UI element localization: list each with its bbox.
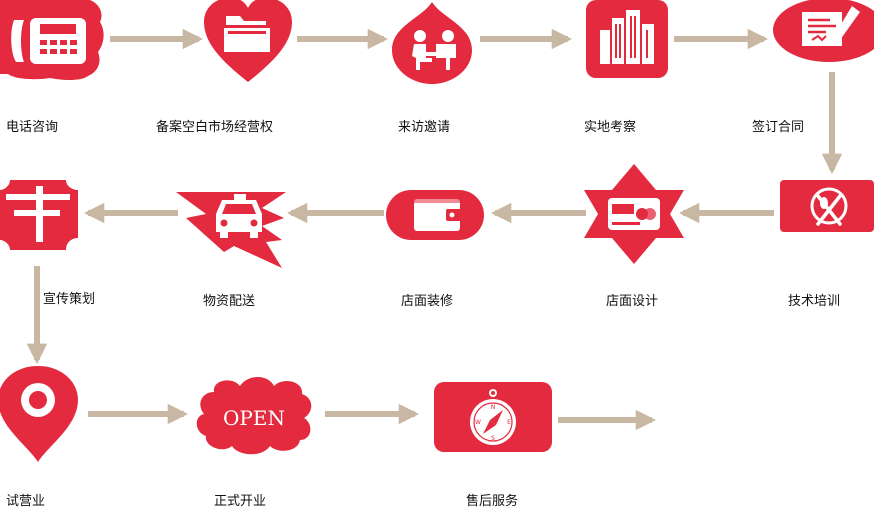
location-pin-icon [0, 366, 78, 462]
step-label-after-sales: 售后服务 [466, 494, 519, 509]
step-label-supply-delivery: 物资配送 [203, 294, 256, 309]
open-cloud-icon: OPEN [196, 377, 312, 455]
heart-folder-icon [204, 0, 292, 82]
step-label-phone-consult: 电话咨询 [6, 120, 59, 135]
contract-sign-icon [773, 0, 874, 62]
compass-icon: N S W E [434, 382, 552, 452]
step-label-promotion-planning: 宣传策划 [43, 292, 96, 307]
compass-n: N [491, 404, 496, 411]
step-label-visit-invite: 来访邀请 [398, 120, 451, 135]
compass-s: S [491, 435, 495, 442]
compass-w: W [475, 419, 481, 426]
step-label-store-design: 店面设计 [606, 294, 659, 309]
telephone-icon [0, 0, 104, 80]
buildings-icon [586, 0, 668, 78]
wallet-icon [386, 190, 484, 240]
meeting-drop-icon [392, 2, 472, 84]
open-sign-text: OPEN [223, 406, 285, 430]
step-label-trial-operation: 试营业 [6, 494, 46, 509]
step-label-tech-training: 技术培训 [788, 294, 841, 309]
step-label-grand-opening: 正式开业 [214, 494, 267, 509]
compass-e: E [507, 419, 511, 426]
step-label-site-inspection: 实地考察 [584, 120, 637, 135]
step-label-sign-contract: 签订合同 [752, 120, 805, 135]
step-label-market-rights: 备案空白市场经营权 [156, 120, 274, 135]
flow-arrows [26, 28, 843, 431]
cutlery-icon [780, 180, 874, 232]
taxi-icon [176, 192, 286, 268]
step-label-store-renovation: 店面装修 [401, 294, 454, 309]
signpost-icon [0, 180, 78, 250]
card-star-icon [584, 164, 684, 264]
